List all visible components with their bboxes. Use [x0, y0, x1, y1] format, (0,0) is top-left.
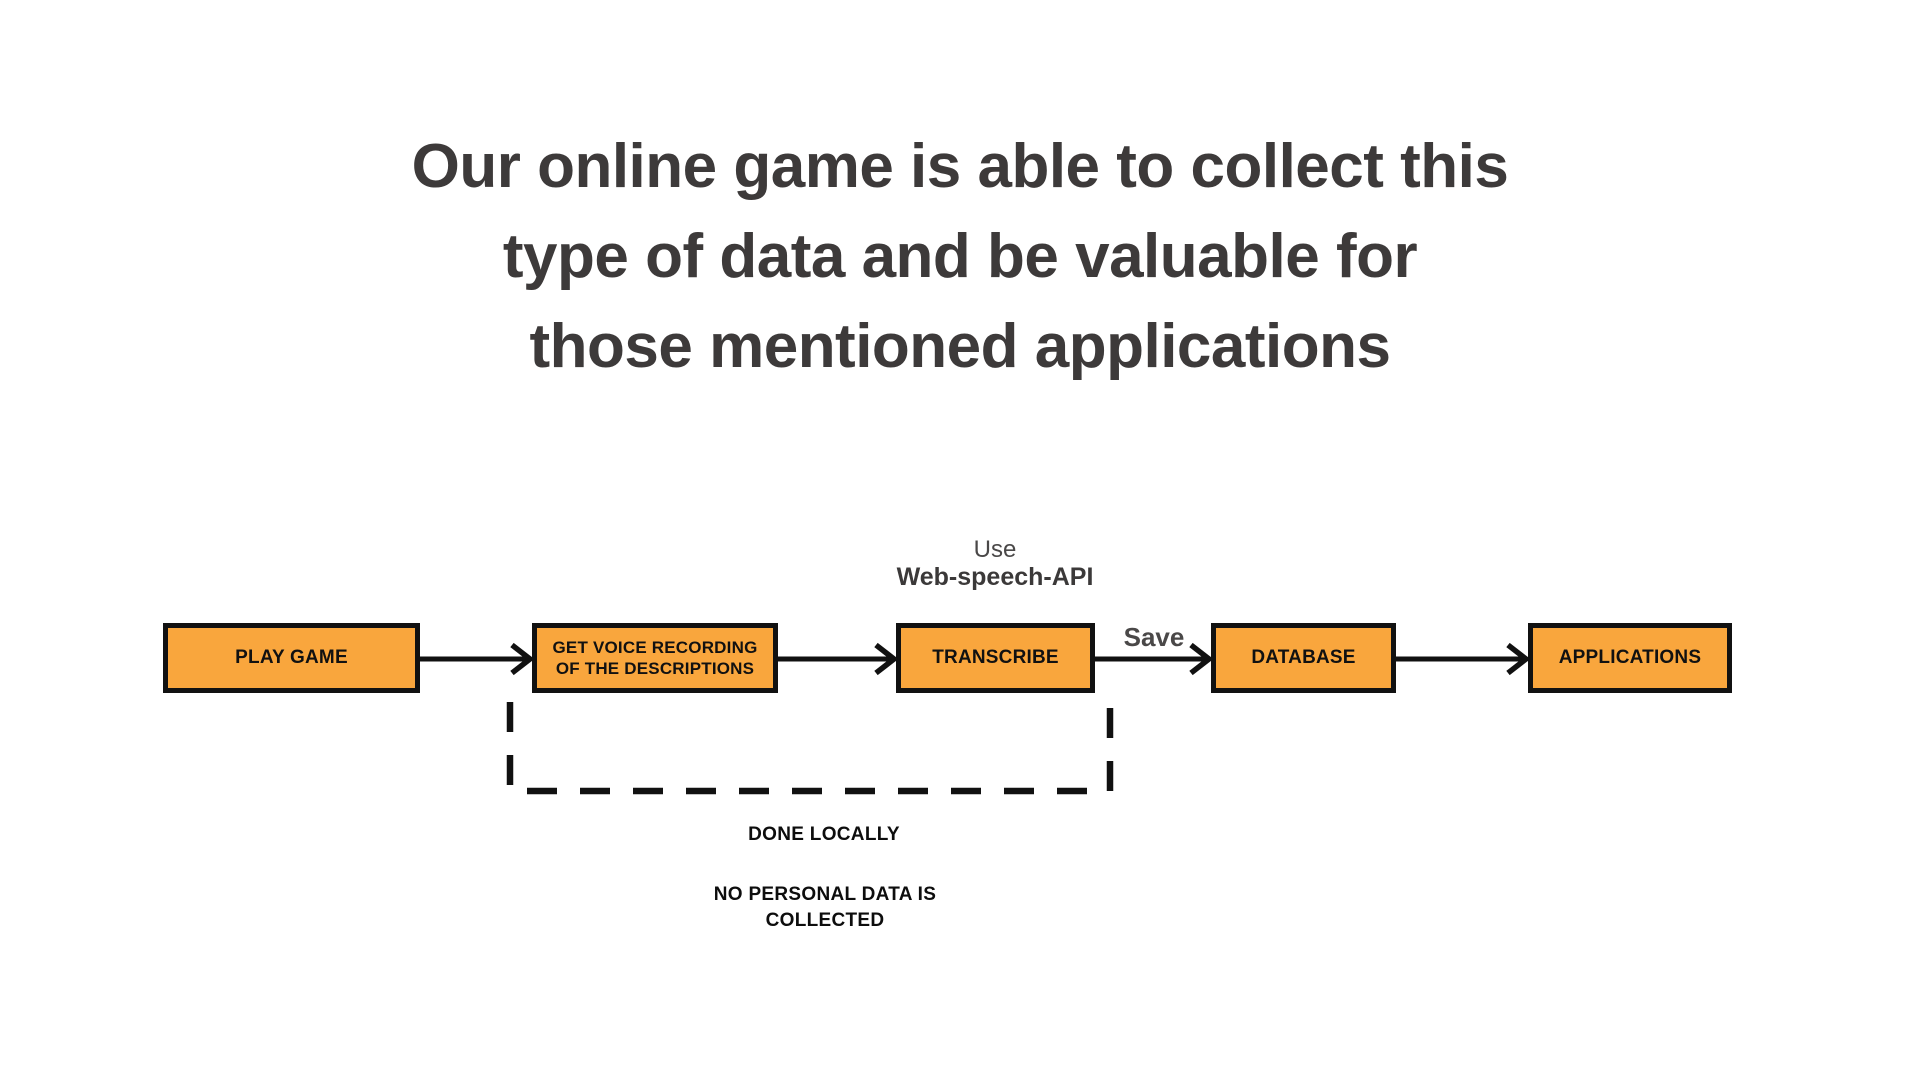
done-locally-annotation: DONE LOCALLY [748, 824, 900, 845]
node-play-game: PLAY GAME [163, 623, 420, 693]
save-annotation: Save [1123, 622, 1185, 652]
arrow-database-to-applications-icon [1396, 642, 1531, 676]
use-annotation-line1: Use [973, 536, 1017, 563]
node-play-game-label: PLAY GAME [235, 647, 348, 668]
node-database: DATABASE [1211, 623, 1396, 693]
node-get-voice-recording-label: GET VOICE RECORDING OF THE DESCRIPTIONS [552, 638, 758, 678]
arrow-record-to-transcribe-icon [778, 642, 899, 676]
node-transcribe-label: TRANSCRIBE [932, 647, 1059, 668]
node-applications: APPLICATIONS [1528, 623, 1732, 693]
use-annotation-line2: Web-speech-API [896, 563, 1094, 591]
arrow-play-to-record-icon [420, 642, 535, 676]
node-applications-label: APPLICATIONS [1558, 647, 1702, 668]
node-database-label: DATABASE [1251, 647, 1356, 668]
use-web-speech-api-annotation: Use Web-speech-API [845, 536, 1145, 591]
node-get-voice-recording: GET VOICE RECORDING OF THE DESCRIPTIONS [532, 623, 778, 693]
done-locally-dashed-bracket [506, 702, 1114, 795]
node-transcribe: TRANSCRIBE [896, 623, 1095, 693]
no-personal-data-annotation: NO PERSONAL DATA IS COLLECTED [713, 884, 937, 931]
page-title: Our online game is able to collect this … [411, 132, 1509, 381]
